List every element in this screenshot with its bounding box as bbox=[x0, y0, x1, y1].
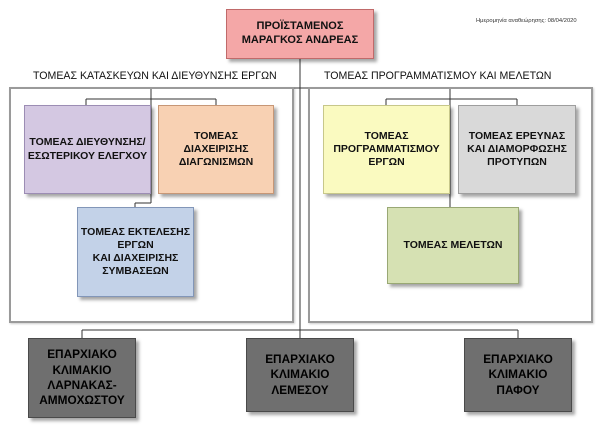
unit-box-works-execution: ΤΟΜΕΑΣ ΕΚΤΕΛΕΣΗΣ ΕΡΓΩΝ ΚΑΙ ΔΙΑΧΕΙΡΙΣΗΣ Σ… bbox=[77, 207, 194, 297]
head-director-box: ΠΡΟΪΣΤΑΜΕΝΟΣ ΜΑΡΑΓΚΟΣ ΑΝΔΡΕΑΣ bbox=[226, 9, 374, 59]
unit-label: ΤΟΜΕΑΣ ΕΡΕΥΝΑΣ ΚΑΙ ΔΙΑΜΟΡΦΩΣΗΣ ΠΡΟΤΥΠΩΝ bbox=[467, 129, 567, 169]
head-director-label: ΠΡΟΪΣΤΑΜΕΝΟΣ ΜΑΡΑΓΚΟΣ ΑΝΔΡΕΑΣ bbox=[241, 20, 359, 46]
section-frame-programming bbox=[308, 87, 593, 323]
unit-label: ΤΟΜΕΑΣ ΔΙΑΧΕΙΡΙΣΗΣ ΔΙΑΓΩΝΙΣΜΩΝ bbox=[178, 129, 254, 169]
section-title-constructions: ΤΟΜΕΑΣ ΚΑΤΑΣΚΕΥΩΝ ΚΑΙ ΔΙΕΥΘΥΝΣΗΣ ΕΡΓΩΝ bbox=[33, 70, 277, 82]
regional-office-label: ΕΠΑΡΧΙΑΚΟ ΚΛΙΜΑΚΙΟ ΠΑΦΟΥ bbox=[483, 352, 553, 397]
unit-label: ΤΟΜΕΑΣ ΜΕΛΕΤΩΝ bbox=[403, 238, 503, 251]
regional-office-label: ΕΠΑΡΧΙΑΚΟ ΚΛΙΜΑΚΙΟ ΛΕΜΕΣΟΥ bbox=[265, 352, 335, 397]
regional-office-limassol: ΕΠΑΡΧΙΑΚΟ ΚΛΙΜΑΚΙΟ ΛΕΜΕΣΟΥ bbox=[246, 338, 354, 412]
regional-office-larnaca-famagusta: ΕΠΑΡΧΙΑΚΟ ΚΛΙΜΑΚΙΟ ΛΑΡΝΑΚΑΣ- ΑΜΜΟΧΩΣΤΟΥ bbox=[28, 338, 136, 418]
unit-label: ΤΟΜΕΑΣ ΔΙΕΥΘΥΝΣΗΣ/ ΕΣΩΤΕΡΙΚΟΥ ΕΛΕΓΧΟΥ bbox=[27, 136, 148, 162]
unit-box-tender-management: ΤΟΜΕΑΣ ΔΙΑΧΕΙΡΙΣΗΣ ΔΙΑΓΩΝΙΣΜΩΝ bbox=[158, 105, 274, 194]
section-title-programming: ΤΟΜΕΑΣ ΠΡΟΓΡΑΜΜΑΤΙΣΜΟΥ ΚΑΙ ΜΕΛΕΤΩΝ bbox=[324, 70, 552, 82]
unit-box-works-programming: ΤΟΜΕΑΣ ΠΡΟΓΡΑΜΜΑΤΙΣΜΟΥ ΕΡΓΩΝ bbox=[323, 105, 450, 194]
unit-box-research-standards: ΤΟΜΕΑΣ ΕΡΕΥΝΑΣ ΚΑΙ ΔΙΑΜΟΡΦΩΣΗΣ ΠΡΟΤΥΠΩΝ bbox=[458, 105, 576, 194]
section-frame-constructions bbox=[9, 87, 294, 323]
regional-office-label: ΕΠΑΡΧΙΑΚΟ ΚΛΙΜΑΚΙΟ ΛΑΡΝΑΚΑΣ- ΑΜΜΟΧΩΣΤΟΥ bbox=[39, 347, 125, 408]
revision-date: Ημερομηνία αναθεώρησης: 08/04/2020 bbox=[476, 18, 577, 24]
regional-office-paphos: ΕΠΑΡΧΙΑΚΟ ΚΛΙΜΑΚΙΟ ΠΑΦΟΥ bbox=[464, 338, 572, 412]
unit-label: ΤΟΜΕΑΣ ΠΡΟΓΡΑΜΜΑΤΙΣΜΟΥ ΕΡΓΩΝ bbox=[333, 129, 440, 169]
unit-label: ΤΟΜΕΑΣ ΕΚΤΕΛΕΣΗΣ ΕΡΓΩΝ ΚΑΙ ΔΙΑΧΕΙΡΙΣΗΣ Σ… bbox=[80, 225, 191, 278]
unit-box-studies: ΤΟΜΕΑΣ ΜΕΛΕΤΩΝ bbox=[387, 207, 519, 284]
unit-box-management-internal-control: ΤΟΜΕΑΣ ΔΙΕΥΘΥΝΣΗΣ/ ΕΣΩΤΕΡΙΚΟΥ ΕΛΕΓΧΟΥ bbox=[24, 105, 151, 194]
